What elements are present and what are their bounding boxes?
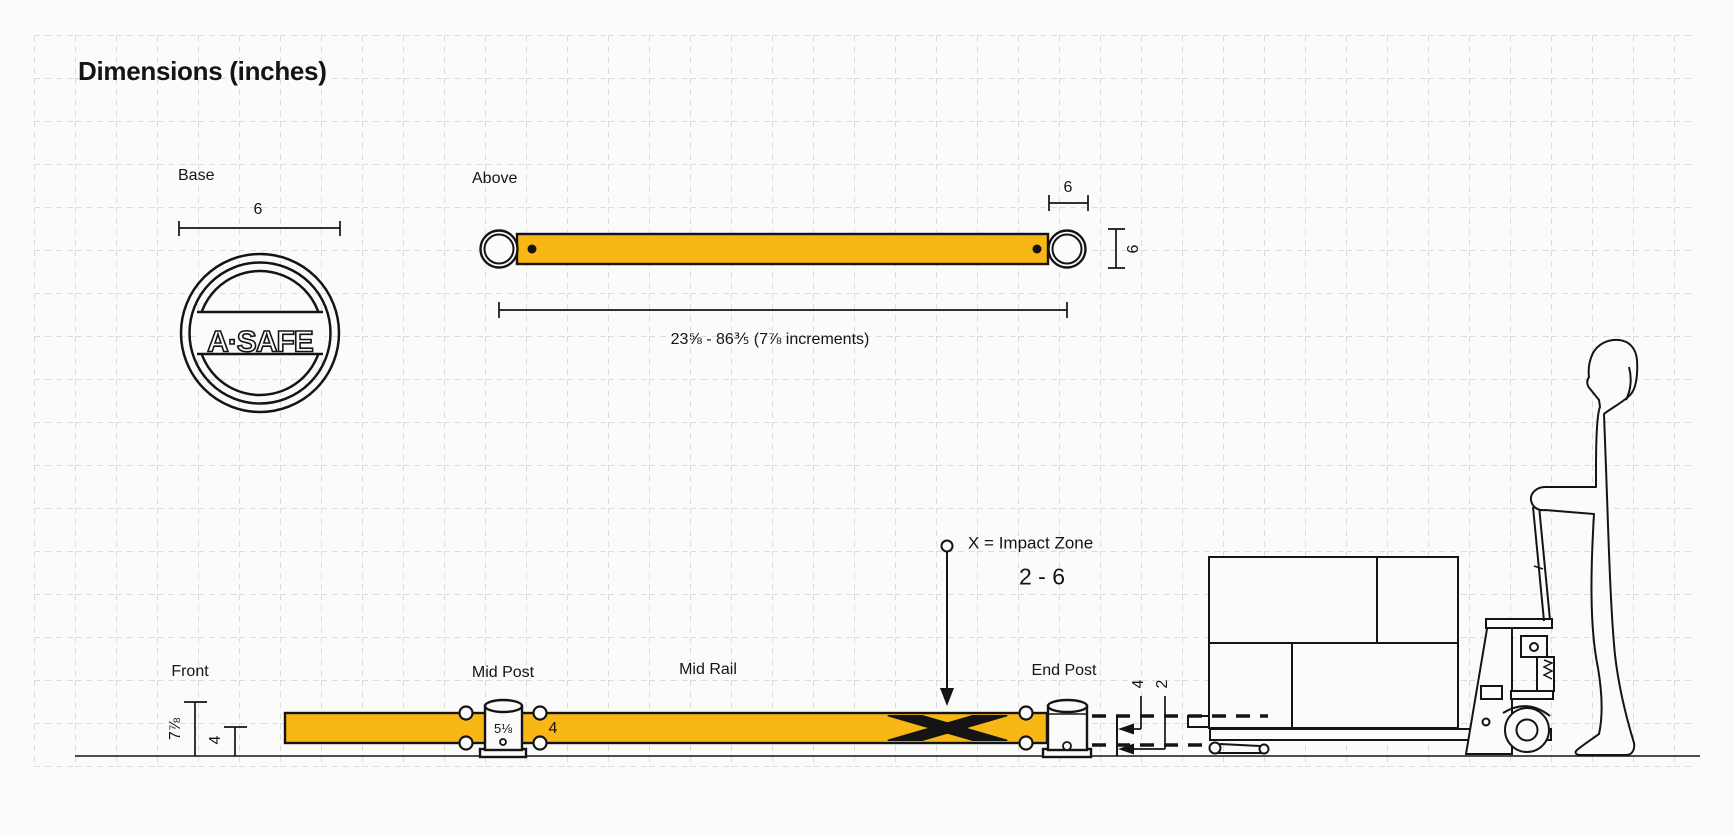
mid-rail-label: Mid Rail — [679, 661, 737, 679]
post-width-value: 5⅛ — [493, 720, 513, 736]
fork-rollers — [1208, 741, 1270, 755]
front-height-dimensions — [184, 701, 247, 756]
above-depth-dimension — [1108, 228, 1125, 269]
clearance-dimensions — [1092, 696, 1203, 756]
rail-base-height-value: 4 — [207, 735, 225, 745]
rail-connector-notches — [458, 705, 1034, 751]
asafe-logo-text: A·SAFE — [207, 325, 313, 358]
truck-body — [1464, 618, 1553, 755]
above-rail-left-pin — [527, 244, 537, 254]
post-height-value: 7⅞ — [167, 717, 185, 741]
page-title: Dimensions (inches) — [78, 56, 327, 86]
base-view-drawing: A·SAFE — [178, 221, 341, 414]
operator-figure — [1529, 338, 1639, 756]
clearance-bottom-value: 2 — [1154, 679, 1172, 689]
above-length-dimension — [498, 302, 1068, 318]
base-diameter-dimension — [178, 221, 341, 236]
mid-post — [478, 698, 528, 759]
impact-zone-range-value: 2 - 6 — [1018, 563, 1066, 590]
base-view-label: Base — [178, 167, 215, 185]
mid-post-label: Mid Post — [471, 664, 535, 682]
end-post-label: End Post — [1031, 662, 1097, 680]
above-rail-right-pin — [1032, 244, 1042, 254]
impact-zone-x-mark — [887, 715, 1008, 741]
pallet-truck — [1092, 505, 1555, 755]
operator-silhouette — [1529, 338, 1639, 756]
impact-zone-pointer — [940, 539, 954, 706]
above-rail-right-coupler — [1047, 229, 1087, 269]
above-rail-bar — [515, 232, 1050, 266]
asafe-logo: A·SAFE — [179, 252, 341, 414]
above-depth-value: 6 — [1125, 244, 1143, 254]
load-boxes — [1208, 556, 1459, 729]
base-diameter-value: 6 — [253, 201, 263, 219]
steer-wheel — [1502, 705, 1551, 753]
above-view-drawing — [479, 195, 1125, 318]
truck-handle — [1532, 505, 1551, 622]
operator-hair-strand — [1625, 366, 1632, 401]
rail-height-value: 4 — [548, 720, 558, 738]
end-post — [1041, 698, 1093, 759]
above-view-label: Above — [472, 170, 518, 188]
front-view-drawing — [75, 539, 1700, 759]
above-endcap-dimension — [1048, 195, 1089, 211]
hydraulic-pump — [1510, 635, 1555, 700]
front-view-label: Front — [171, 663, 209, 681]
above-length-range-value: 23⅝ - 86⅗ (7⅞ increments) — [670, 331, 870, 349]
clearance-top-value: 4 — [1130, 679, 1148, 689]
above-rail-left-coupler — [479, 229, 519, 269]
above-endcap-value: 6 — [1063, 179, 1073, 197]
impact-zone-label: X = Impact Zone — [968, 533, 1094, 553]
